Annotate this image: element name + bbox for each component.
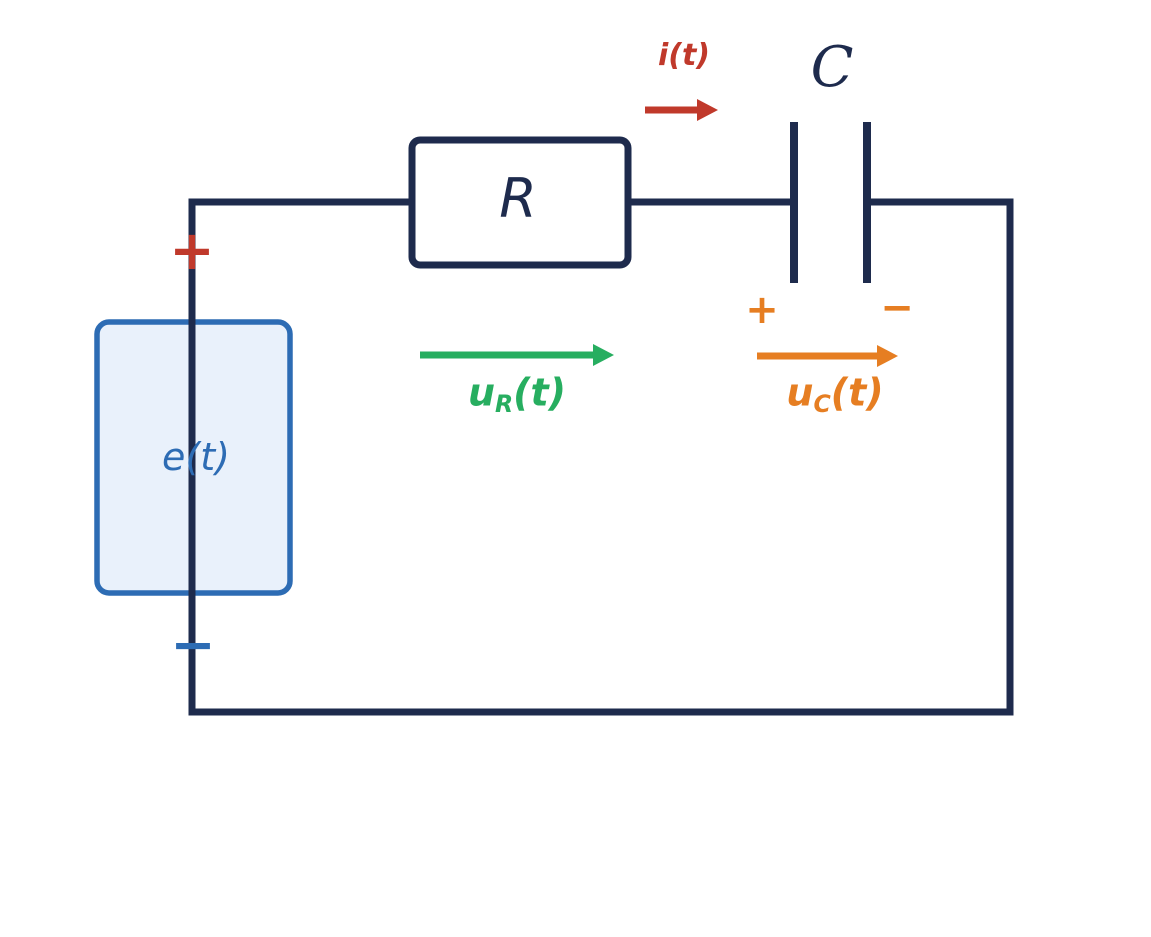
capacitor-voltage-base: u (786, 370, 814, 415)
capacitor-voltage-arrow-icon (757, 345, 898, 367)
resistor-body (408, 136, 632, 269)
capacitor-voltage-subscript: C (813, 390, 831, 419)
capacitor-voltage-tail: (t) (830, 370, 884, 415)
resistor-voltage-arrow-icon (420, 344, 614, 366)
resistor-voltage-tail: (t) (513, 370, 567, 415)
current-label: i(t) (657, 38, 711, 73)
source-voltage-label: e(t) (162, 435, 230, 479)
source-minus-sign: − (170, 613, 216, 676)
current-arrow-icon (645, 99, 718, 121)
resistor-voltage-subscript: R (495, 390, 514, 419)
resistor-voltage-label: uR(t) (468, 373, 566, 416)
resistor-label: R (499, 167, 537, 230)
capacitor-minus-sign: − (880, 285, 914, 331)
capacitor-label: C (810, 35, 854, 100)
capacitor-plus-sign: + (745, 287, 779, 333)
capacitor-voltage-label: uC(t) (786, 373, 883, 416)
wire-loop (188, 198, 1014, 716)
resistor-voltage-base: u (467, 370, 496, 415)
source-plus-sign: + (169, 219, 215, 282)
